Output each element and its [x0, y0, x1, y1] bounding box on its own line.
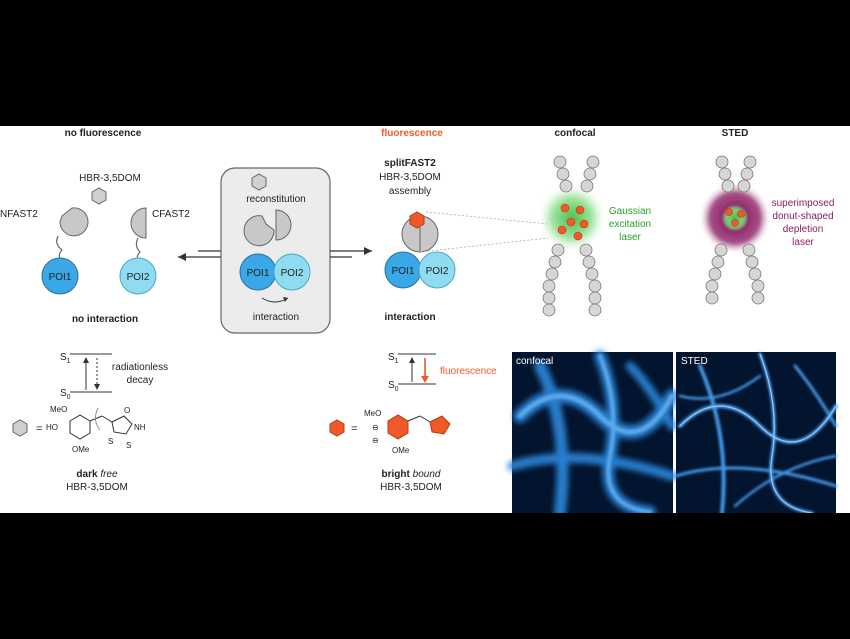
dark-s1-label: S1 — [60, 352, 71, 365]
dark-meo: MeO — [50, 405, 67, 414]
arrowhead-right — [364, 247, 372, 255]
nfast2-fragment-shape — [59, 207, 89, 237]
fluorescence-emission-label: fluorescence — [440, 366, 497, 377]
header-no-fluorescence: no fluorescence — [65, 128, 142, 139]
bright-linker-bond — [407, 415, 421, 422]
dark-excitation-arrowhead — [83, 357, 89, 363]
dark-equals: = — [36, 423, 42, 435]
white-figure-panel: no fluorescence fluorescence confocal ST… — [0, 126, 850, 513]
sted-micrograph: STED — [674, 352, 838, 513]
center-ligand-hexagon — [251, 173, 267, 191]
zoom-line-bottom — [419, 237, 549, 253]
bright-hexagon-legend — [329, 419, 345, 437]
cfast2-fragment-shape — [130, 207, 147, 239]
splitfast2-title: splitFAST2 — [384, 158, 436, 169]
dark-rotation-arc — [95, 407, 101, 431]
bright-rhodanine-ring — [429, 415, 451, 435]
dark-o: O — [124, 406, 130, 415]
arrowhead-left — [178, 253, 186, 261]
poi2-right-label: POI2 — [426, 266, 449, 277]
no-interaction-label: no interaction — [72, 314, 138, 325]
center-interaction-label: interaction — [253, 312, 299, 323]
dark-s-exo: S — [126, 441, 131, 450]
bright-caption-line2: HBR-3,5DOM — [380, 482, 442, 493]
dark-linker-bond — [89, 415, 103, 422]
poi1-left-label: POI1 — [49, 272, 72, 283]
dark-ho: HO — [46, 423, 58, 432]
assembly-label: assembly — [389, 186, 431, 197]
confocal-laser-line1: Gaussian — [609, 206, 651, 217]
bright-benzene-ring — [387, 414, 409, 440]
poi1-right-label: POI1 — [392, 266, 415, 277]
dark-nh: NH — [134, 423, 146, 432]
header-sted: STED — [722, 128, 749, 139]
dark-hexagon-legend — [12, 419, 28, 437]
bright-double-bond — [419, 415, 431, 423]
sted-micrograph-label: STED — [681, 356, 708, 367]
dark-s0-label: S0 — [60, 388, 71, 401]
bright-molecule: = MeO ⊖ ⊖ OMe — [329, 409, 451, 455]
poi2-center-label: POI2 — [281, 268, 304, 279]
confocal-chromosome — [538, 155, 606, 317]
bright-equals: = — [351, 423, 357, 435]
confocal-micrograph: confocal — [507, 350, 679, 513]
right-ligand-label: HBR-3,5DOM — [379, 172, 441, 183]
poi2-left-circle — [119, 257, 157, 295]
decay-label: decay — [127, 375, 154, 386]
bright-caption-line1: bright bound — [382, 469, 441, 480]
dark-rhodanine-ring — [111, 415, 133, 435]
zoom-line-top — [425, 211, 549, 225]
dark-energy-diagram: S1 S0 radiationless decay — [60, 352, 168, 401]
diagram-svg: no fluorescence fluorescence confocal ST… — [0, 128, 838, 513]
sted-laser-line4: laser — [792, 237, 814, 248]
interaction-arrowhead — [283, 297, 288, 302]
sted-laser-line3: depletion — [783, 224, 824, 235]
bright-energy-diagram: S1 S0 fluorescence — [388, 352, 497, 393]
left-ligand-label: HBR-3,5DOM — [79, 173, 141, 184]
bright-o-minus-2: ⊖ — [372, 436, 379, 445]
confocal-laser-line3: laser — [619, 232, 641, 243]
right-interaction-label: interaction — [384, 312, 435, 323]
reconstitution-label: reconstitution — [246, 194, 305, 205]
bright-s0-label: S0 — [388, 380, 399, 393]
bound-ligand-hexagon — [409, 211, 425, 229]
dark-caption-line2: HBR-3,5DOM — [66, 482, 128, 493]
center-cfast2-shape — [275, 209, 292, 241]
header-fluorescence: fluorescence — [381, 128, 443, 139]
reconstitution-box — [220, 167, 331, 334]
cfast2-label: CFAST2 — [152, 209, 190, 220]
bright-meo: MeO — [364, 409, 381, 418]
free-ligand-hexagon — [91, 187, 107, 205]
radiationless-label: radiationless — [112, 362, 168, 373]
bright-o-minus: ⊖ — [372, 423, 379, 432]
center-nfast2-shape — [243, 215, 275, 247]
bright-s1-label: S1 — [388, 352, 399, 365]
confocal-laser-line2: excitation — [609, 219, 651, 230]
dark-s-ring: S — [108, 437, 113, 446]
sted-laser-line2: donut-shaped — [772, 211, 833, 222]
dark-decay-arrowhead — [94, 384, 100, 390]
poi2-right-circle — [418, 251, 456, 289]
poi2-left-label: POI2 — [127, 272, 150, 283]
bright-excitation-arrowhead — [409, 357, 415, 363]
cfast2-linker — [135, 237, 141, 261]
dark-ome: OMe — [72, 445, 90, 454]
poi1-center-label: POI1 — [247, 268, 270, 279]
bright-ome: OMe — [392, 446, 410, 455]
poi2-center-circle — [273, 253, 311, 291]
dark-molecule: = MeO HO OMe NH O S S — [12, 405, 146, 454]
header-confocal: confocal — [554, 128, 595, 139]
sted-chromosome — [699, 155, 771, 305]
nfast2-linker — [56, 235, 63, 261]
dark-caption-line1: dark free — [76, 469, 118, 480]
dark-double-bond — [101, 415, 113, 423]
dark-benzene-ring — [69, 414, 91, 440]
confocal-micrograph-label: confocal — [516, 356, 553, 367]
sted-laser-line1: superimposed — [772, 198, 835, 209]
poi1-left-circle — [41, 257, 79, 295]
bright-emission-arrowhead — [421, 376, 429, 383]
nfast2-label: NFAST2 — [0, 209, 38, 220]
